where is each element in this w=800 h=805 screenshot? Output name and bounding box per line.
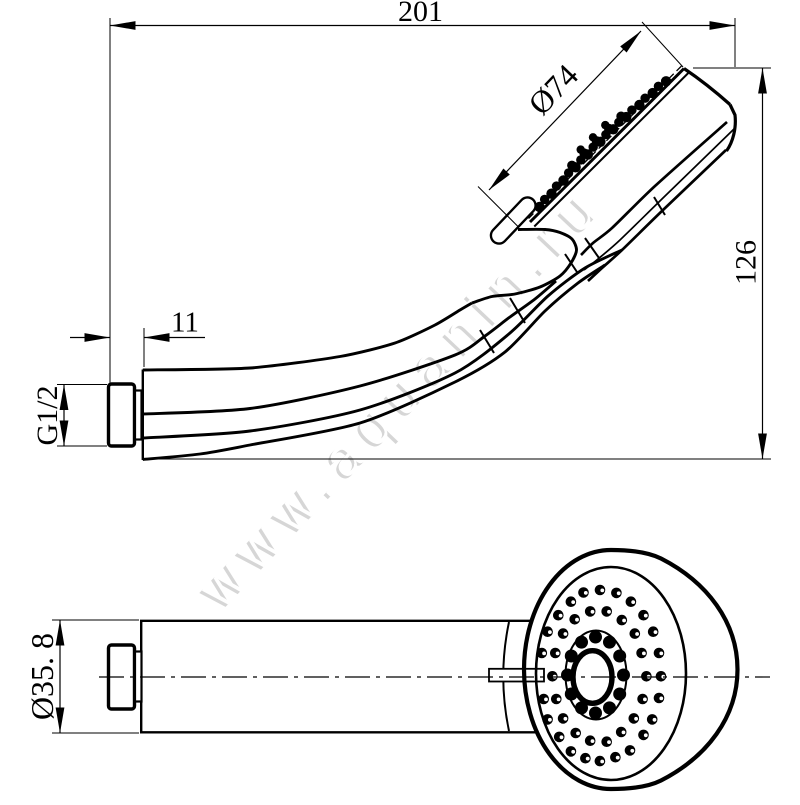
svg-text:126: 126: [730, 240, 763, 285]
svg-text:G1/2: G1/2: [31, 386, 64, 446]
svg-text:Ø35. 8: Ø35. 8: [24, 633, 60, 720]
svg-text:11: 11: [171, 307, 199, 339]
svg-text:201: 201: [398, 0, 443, 28]
